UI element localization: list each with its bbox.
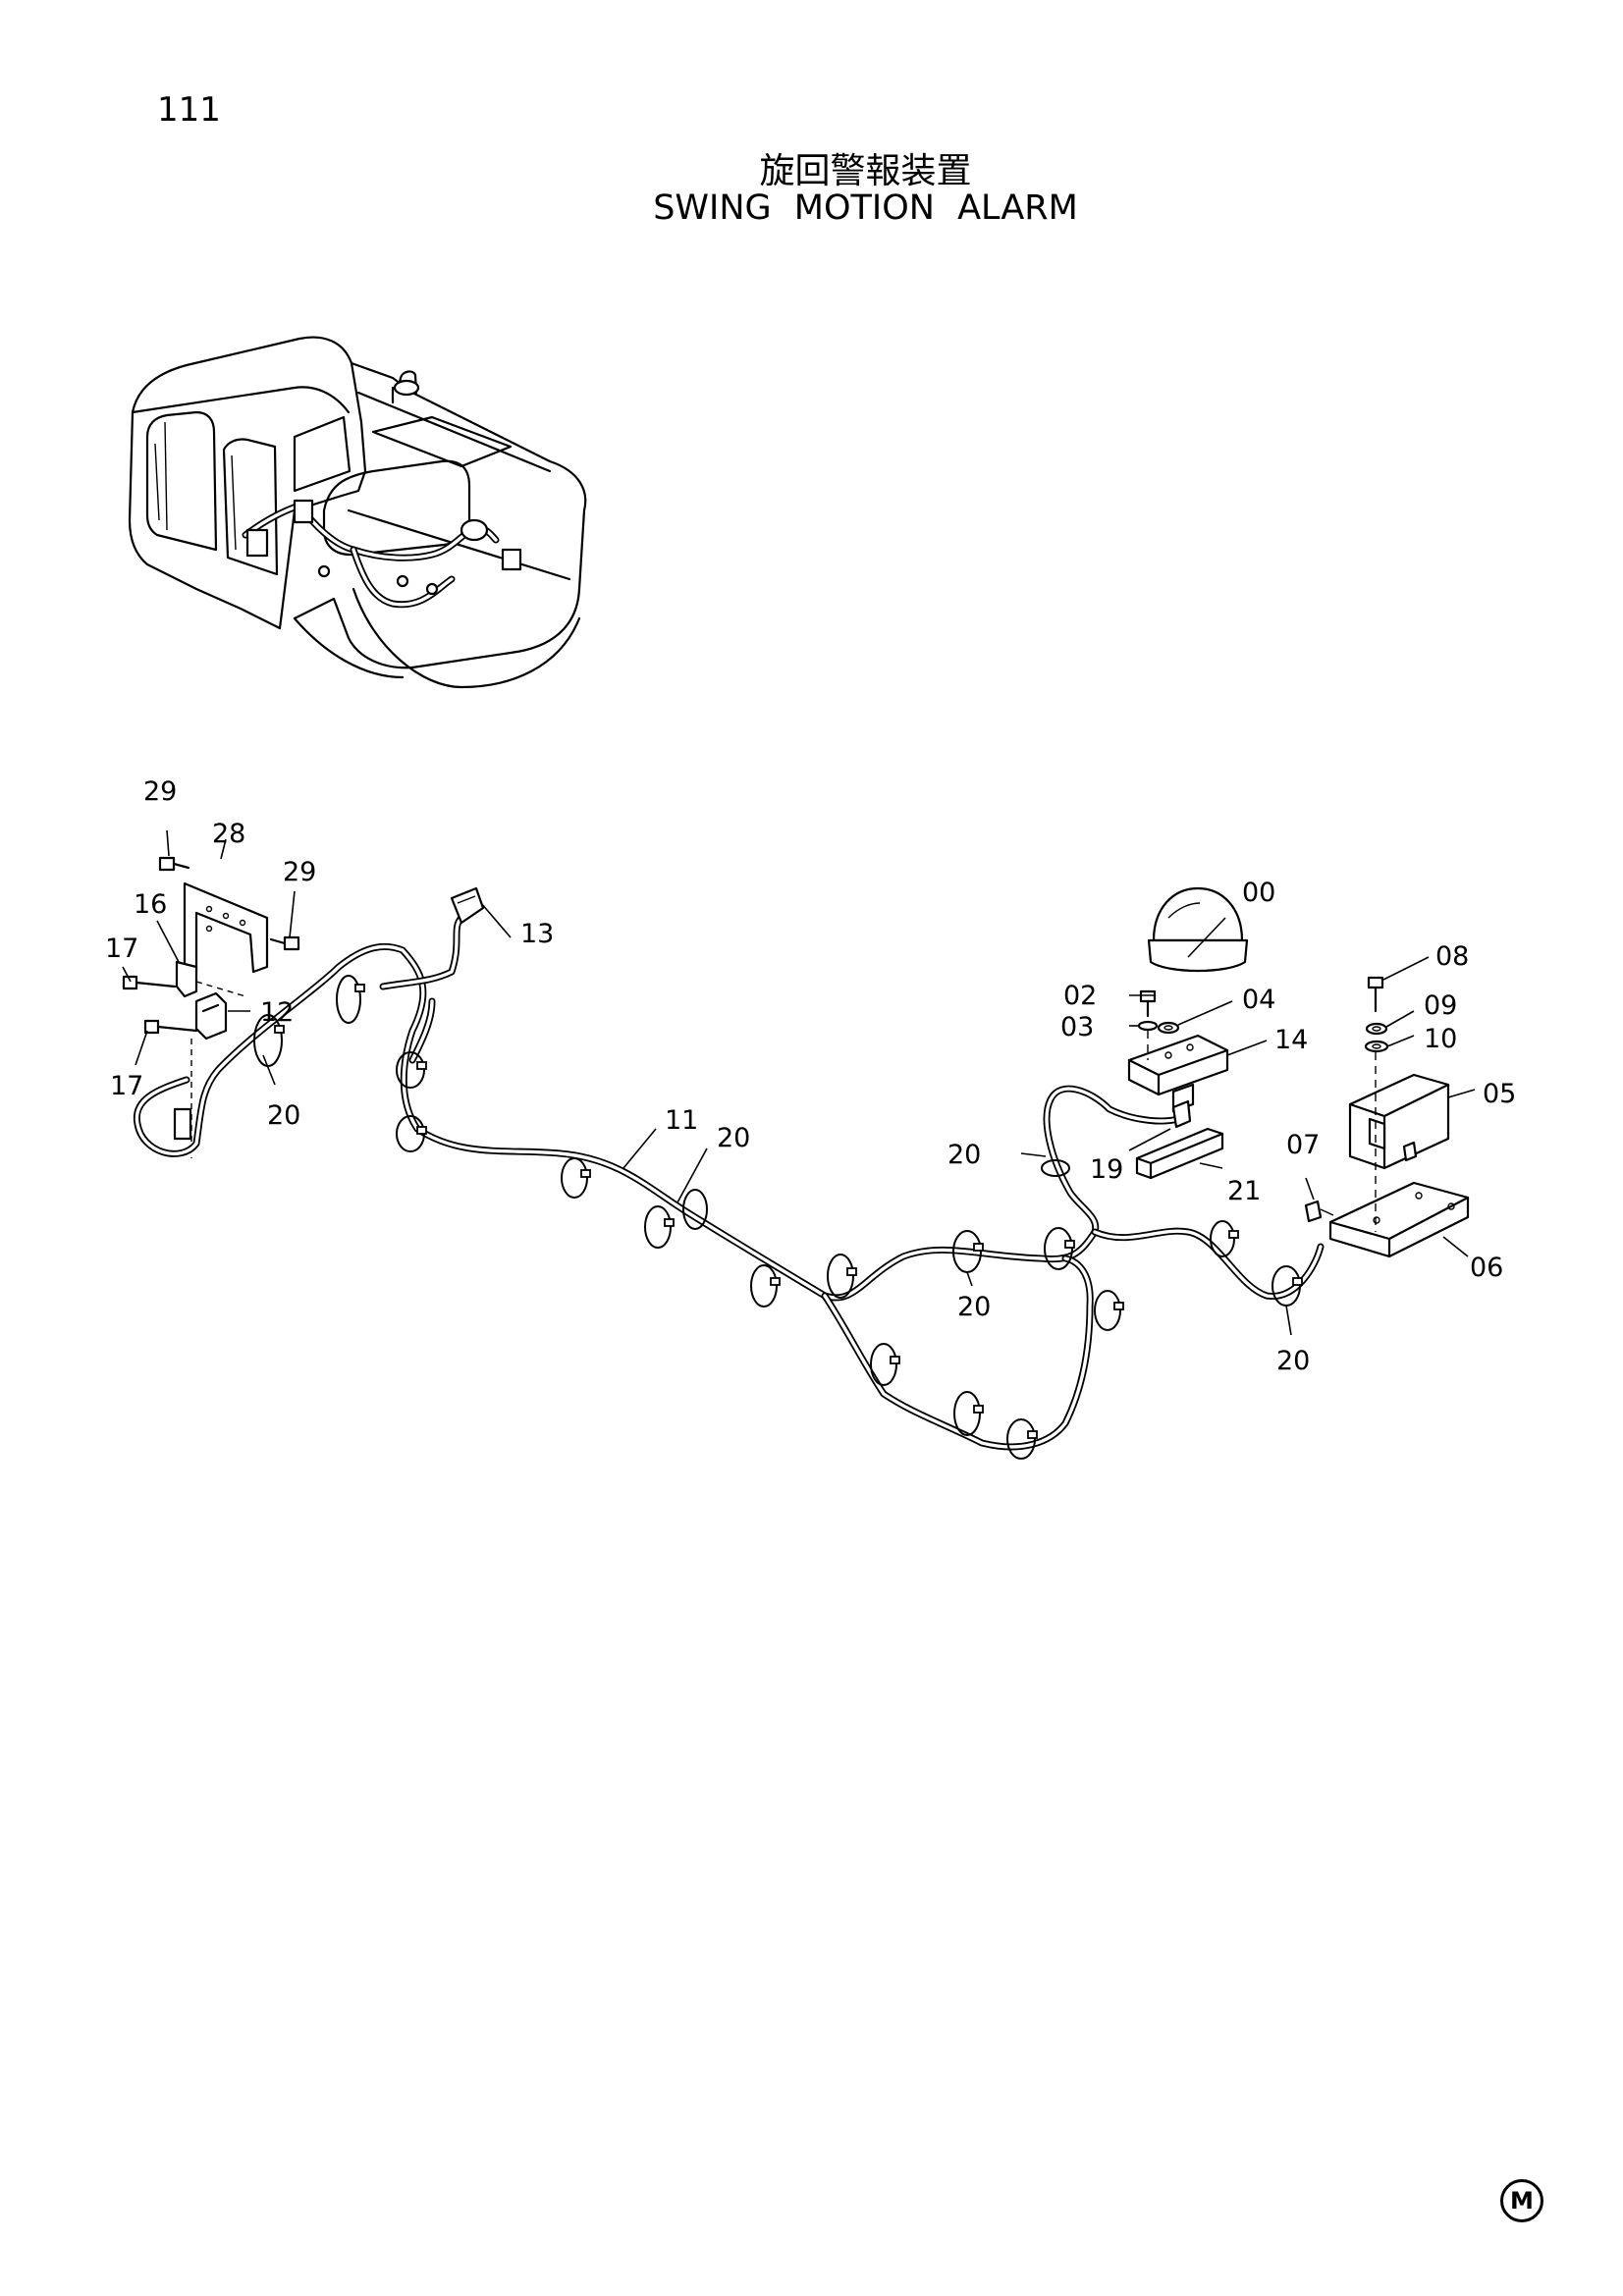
callout-20: 20 xyxy=(957,1292,991,1322)
callout-14: 14 xyxy=(1274,1025,1308,1055)
callout-02: 02 xyxy=(1063,981,1097,1011)
swing-alarm-harness-exploded-view: 29 28 29 16 17 17 12 20 13 11 20 20 19 2… xyxy=(105,776,1516,1460)
callout-10: 10 xyxy=(1424,1024,1457,1054)
beacon-lamp-part-00 xyxy=(1147,886,1249,973)
clamp-part-20 xyxy=(253,975,1301,1460)
callout-06: 06 xyxy=(1470,1253,1503,1283)
callout-11: 11 xyxy=(665,1105,698,1136)
callout-labels: 29 28 29 16 17 17 12 20 13 11 20 20 19 2… xyxy=(105,776,1516,1376)
callout-03: 03 xyxy=(1060,1012,1094,1042)
connector-part-07 xyxy=(1304,1200,1334,1223)
model-mark-badge: M xyxy=(1500,2179,1543,2222)
bar-part-21 xyxy=(1135,1127,1224,1180)
bracket-part-28 xyxy=(183,881,269,974)
alarm-box-part-05 xyxy=(1348,1073,1450,1170)
callout-07: 07 xyxy=(1286,1130,1320,1160)
title-english: SWING MOTION ALARM xyxy=(653,188,1078,228)
title-japanese: 旋回警報装置 xyxy=(759,151,972,191)
callout-29: 29 xyxy=(283,857,316,887)
bolt-part-29 xyxy=(158,856,300,951)
callout-28: 28 xyxy=(212,819,245,849)
callout-12: 12 xyxy=(260,997,294,1028)
callout-20: 20 xyxy=(1276,1346,1310,1376)
callout-16: 16 xyxy=(134,889,167,920)
connector-part-13 xyxy=(450,886,485,925)
callout-20: 20 xyxy=(947,1140,981,1170)
callout-20: 20 xyxy=(267,1100,300,1131)
callout-20: 20 xyxy=(717,1123,750,1153)
callout-08: 08 xyxy=(1435,941,1469,972)
excavator-overview-illustration xyxy=(128,336,587,689)
callout-19: 19 xyxy=(1090,1154,1123,1185)
callout-04: 04 xyxy=(1242,985,1275,1015)
callout-13: 13 xyxy=(520,919,554,949)
bracket-part-14 xyxy=(1127,1034,1229,1113)
callout-29: 29 xyxy=(143,776,177,807)
callout-09: 09 xyxy=(1424,990,1457,1021)
callout-17: 17 xyxy=(110,1071,143,1101)
page-number: 111 xyxy=(157,90,221,130)
callout-00: 00 xyxy=(1242,878,1275,908)
bolt-washer-parts-02-03-04 xyxy=(1137,989,1180,1035)
callout-05: 05 xyxy=(1483,1079,1516,1109)
callout-17: 17 xyxy=(105,934,138,964)
bracket-part-06 xyxy=(1328,1181,1470,1258)
bolt-washer-parts-08-09-10 xyxy=(1364,976,1389,1053)
callout-21: 21 xyxy=(1227,1176,1261,1206)
